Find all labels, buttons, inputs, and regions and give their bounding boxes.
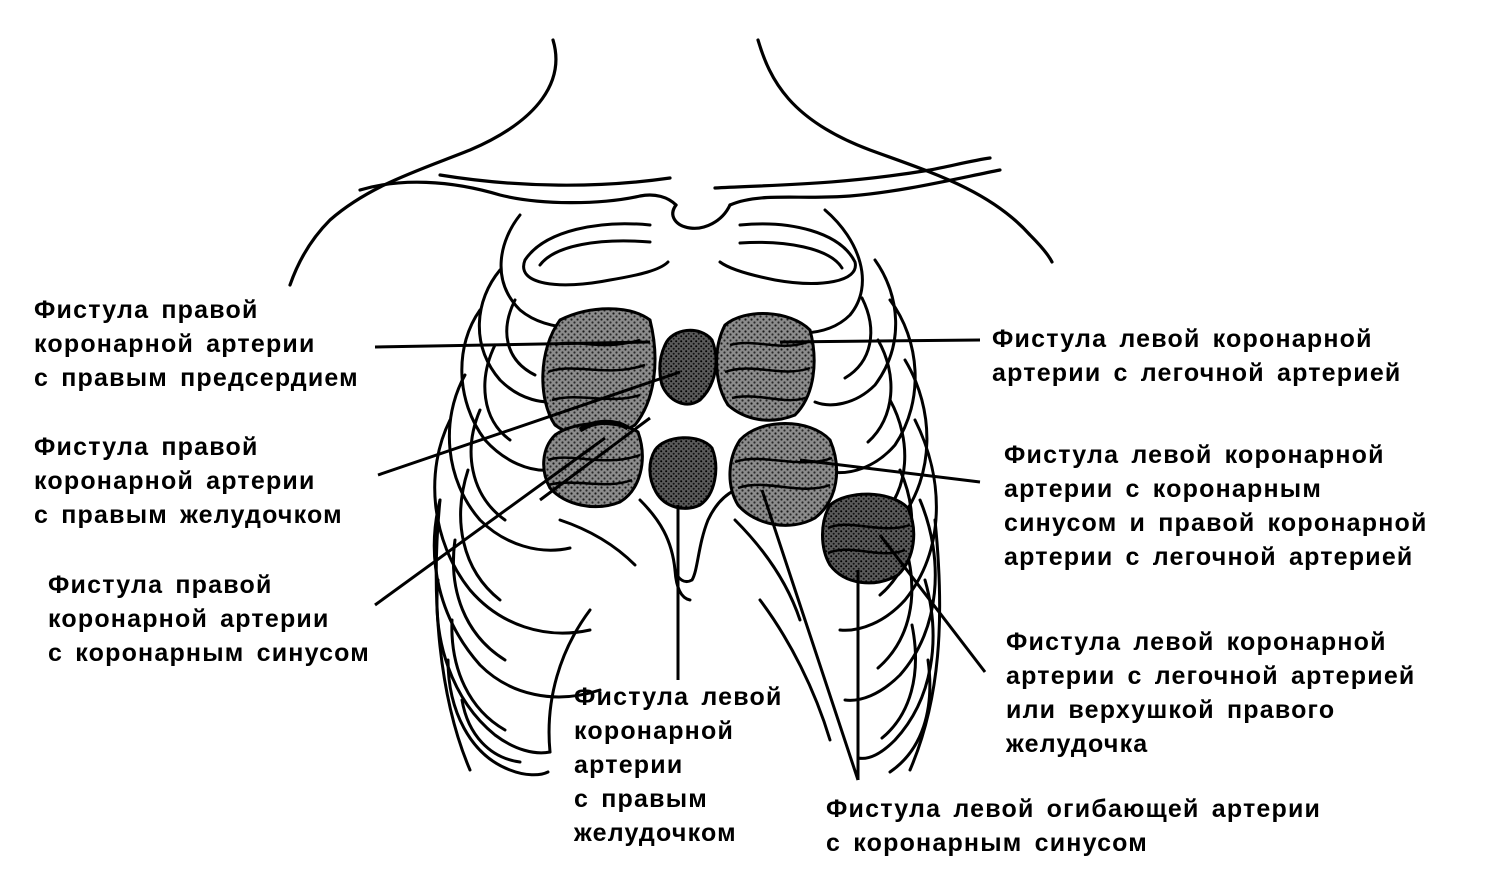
label-ra-atrium: Фистула правой коронарной артерии с прав… <box>34 293 359 395</box>
label-line: с правым желудочком <box>34 501 343 529</box>
label-line: Фистула левой <box>574 683 783 711</box>
leader-lcx-1 <box>760 489 860 781</box>
label-line: коронарной артерии <box>48 605 330 633</box>
label-line: с правым предсердием <box>34 364 359 392</box>
center-blob <box>648 436 718 510</box>
costal-arch-left <box>558 518 637 567</box>
left-cage-border <box>434 498 472 772</box>
label-line: Фистула левой огибающей артерии <box>826 795 1322 823</box>
label-line: Фистула левой коронарной <box>992 325 1373 353</box>
costal-arch-right <box>733 518 832 742</box>
neck-left <box>288 38 558 287</box>
clavicle-right <box>713 156 1002 207</box>
label-line: коронарной артерии <box>34 330 316 358</box>
right-rib-1 <box>718 222 857 285</box>
sternum <box>558 488 832 742</box>
leader-ra-atrium <box>374 340 651 349</box>
apex-blob <box>821 492 916 585</box>
label-line: с коронарным синусом <box>48 639 371 667</box>
leader-ra-sinus-2 <box>539 416 651 502</box>
label-line: артерии с коронарным <box>1004 475 1323 503</box>
manubrium <box>671 203 732 230</box>
left-rib-7 <box>432 498 602 699</box>
label-line: коронарной <box>574 717 735 745</box>
left-rib-9 <box>446 658 550 777</box>
label-ra-ventricle: Фистула правой коронарной артерии с прав… <box>34 430 343 532</box>
clavicle-left <box>358 173 678 207</box>
label-line: синусом и правой коронарной <box>1004 509 1428 537</box>
leader-lines <box>374 338 987 781</box>
right-rib-8 <box>856 578 935 760</box>
label-line: Фистула правой <box>34 296 259 324</box>
pulmonary-artery-blob <box>715 312 816 422</box>
right-atrium-blob <box>541 307 657 438</box>
label-line: Фистула левой коронарной <box>1006 628 1387 656</box>
label-la-rv: Фистула левой коронарной артерии с правы… <box>574 680 783 850</box>
label-line: Фистула левой коронарной <box>1004 441 1385 469</box>
right-rib-7 <box>843 498 937 702</box>
label-line: артерии с легочной артерией <box>1006 662 1416 690</box>
leader-la-apex <box>878 534 987 673</box>
label-line: Фистула правой <box>34 433 259 461</box>
right-cage-border <box>908 518 942 772</box>
label-line: с коронарным синусом <box>826 829 1149 857</box>
label-line: или верхушкой правого <box>1006 696 1336 724</box>
label-line: желудочка <box>1006 730 1149 758</box>
leader-la-sinus <box>799 458 981 484</box>
leader-ra-ventricle <box>377 370 681 477</box>
left-rib-5 <box>447 373 572 552</box>
aorta-blob <box>658 328 718 406</box>
left-rib-4 <box>460 308 552 472</box>
label-line: желудочком <box>574 819 737 847</box>
label-ra-sinus: Фистула правой коронарной артерии с коро… <box>48 568 370 670</box>
label-lcx-sinus: Фистула левой огибающей артерии с корона… <box>826 792 1321 860</box>
label-line: Фистула правой <box>48 571 273 599</box>
label-line: артерии <box>574 751 684 779</box>
torso-outline <box>288 38 1054 287</box>
right-rib-9 <box>888 658 932 774</box>
left-ventricle-blob <box>728 422 839 527</box>
label-line: с правым <box>574 785 708 813</box>
right-rib-3 <box>813 258 898 407</box>
label-la-pa-apex: Фистула левой коронарной артерии с легоч… <box>1006 625 1416 761</box>
label-line: артерии с легочной артерией <box>992 359 1402 387</box>
label-line: артерии с легочной артерией <box>1004 543 1414 571</box>
left-rib-6 <box>433 418 592 635</box>
leader-la-pa <box>779 338 981 344</box>
leader-ra-sinus <box>374 436 606 607</box>
heart-structures <box>541 307 916 585</box>
left-rib-3 <box>477 268 562 404</box>
label-la-pa: Фистула левой коронарной артерии с легоч… <box>992 322 1402 390</box>
label-line: коронарной артерии <box>34 467 316 495</box>
label-la-sinus-ra-pa: Фистула левой коронарной артерии с корон… <box>1004 438 1428 574</box>
neck-right <box>756 38 1054 264</box>
left-rib-1 <box>522 222 670 287</box>
right-rib-6 <box>838 418 938 632</box>
